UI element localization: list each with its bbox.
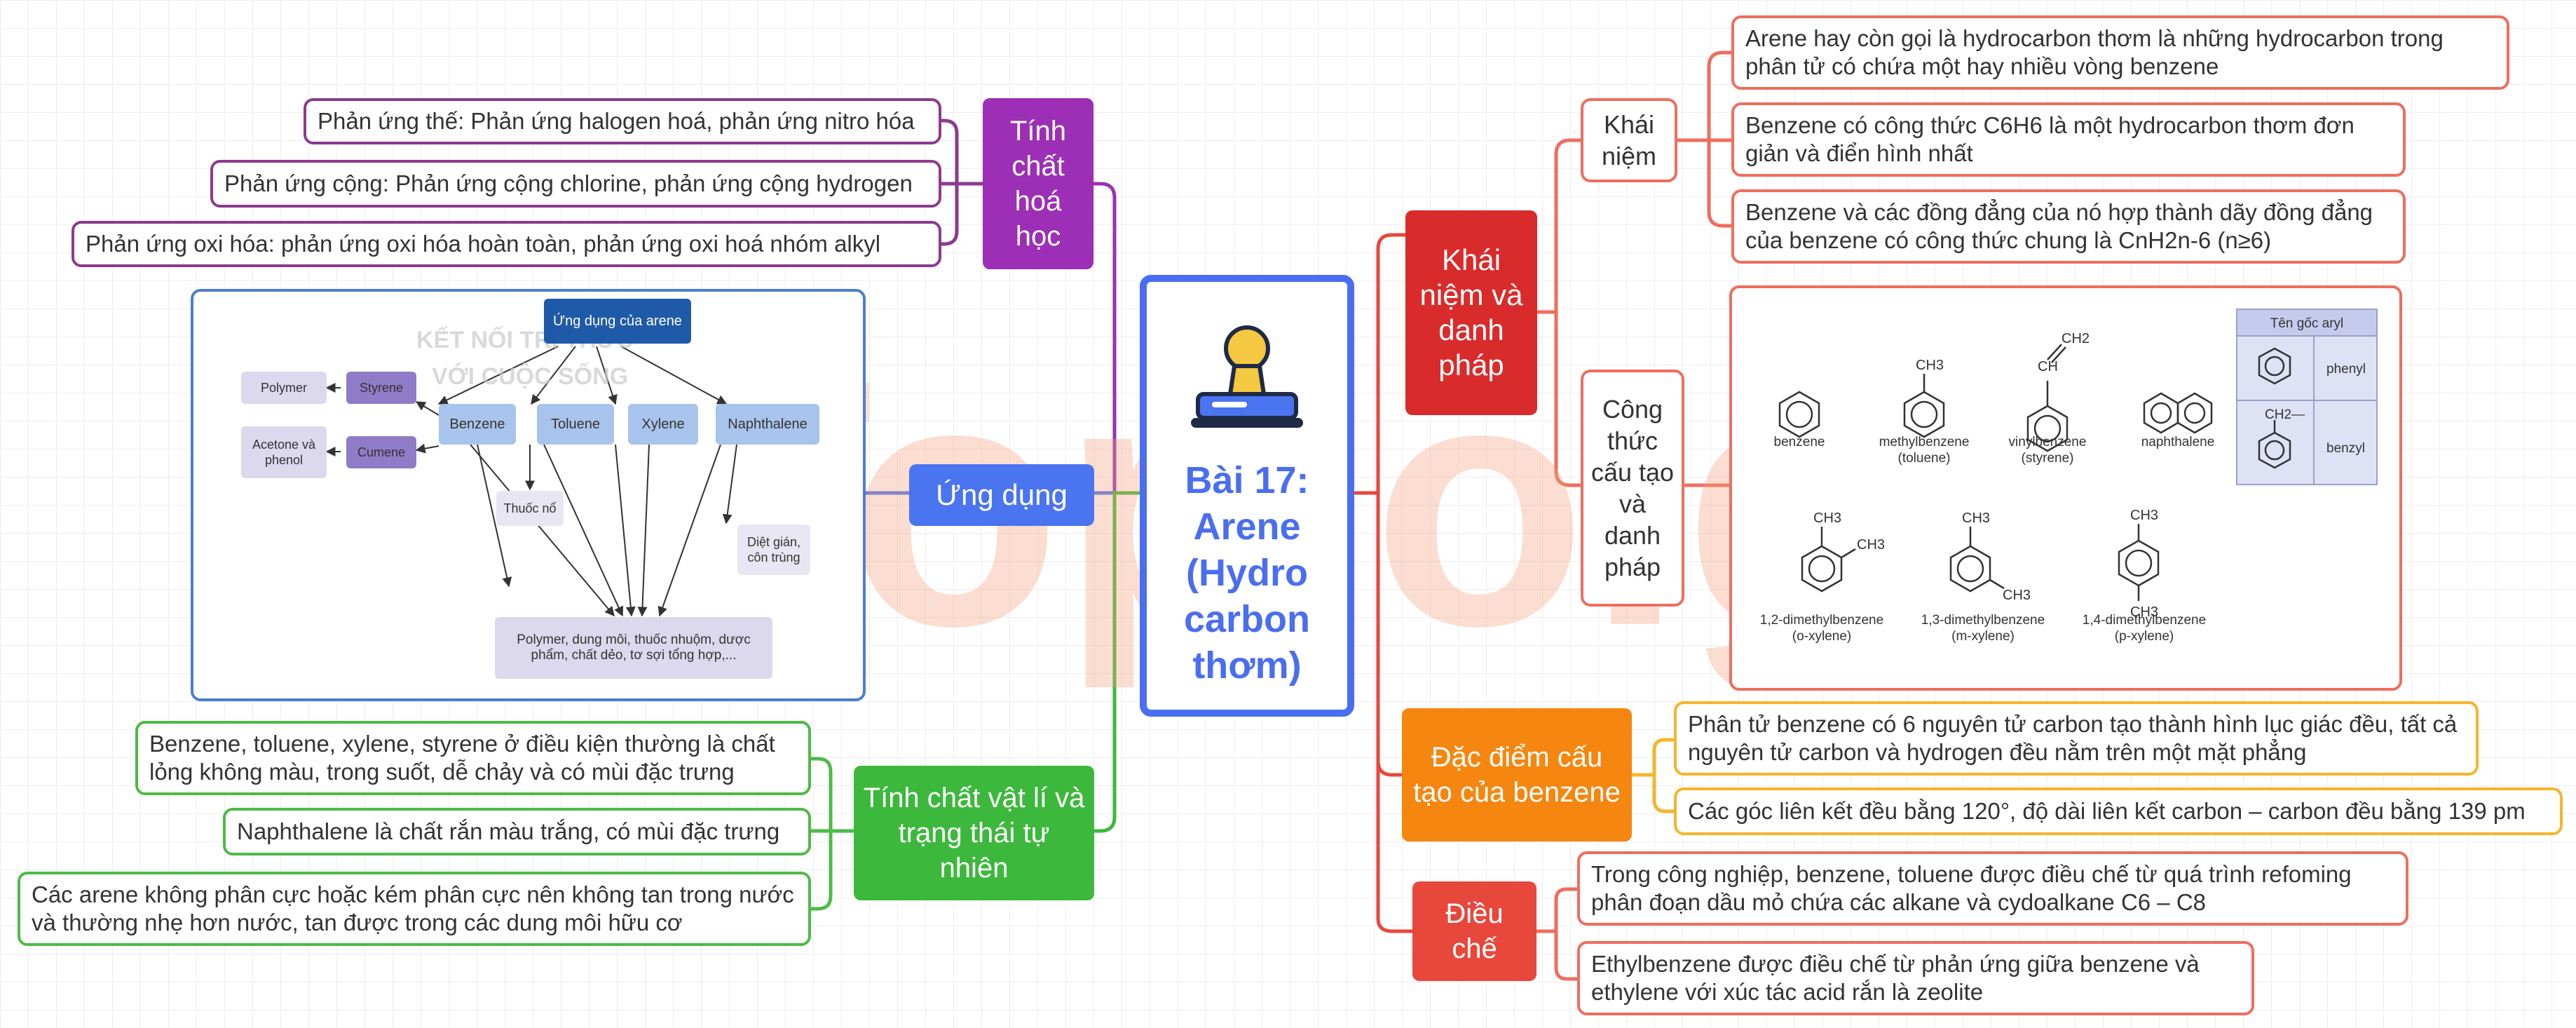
mol-p-xylene: 1,4-dimethylbenzene(p-xylene) (2082, 613, 2207, 644)
styrene-ch: CH (2038, 359, 2058, 374)
center-title: Bài 17: Arene (Hydro carbon thơm) (1183, 459, 1311, 687)
aryl-row-benzyl: benzyl (2326, 441, 2365, 456)
branch-tinh-chat-hoa-hoc[interactable]: Tính chất hoá học (983, 98, 1093, 269)
mol-o-xylene: 1,2-dimethylbenzene(o-xylene) (1759, 613, 1884, 644)
branch-tinh-chat-vat-li[interactable]: Tính chất vật lí và trạng thái tự nhiên (854, 766, 1094, 900)
ud-benzene: Benzene (439, 404, 516, 445)
pxylene-ch3-b: CH3 (2130, 604, 2158, 620)
sub-cong-thuc[interactable]: Công thức cấu tạo và danh pháp (1581, 370, 1684, 607)
leaf-dieu-che-1: Trong công nghiệp, benzene, toluene được… (1577, 851, 2408, 926)
leaf-dieu-che-2: Ethylbenzene được điều chế từ phản ứng g… (1577, 941, 2254, 1015)
ud-root: Ứng dụng của arene (544, 299, 691, 344)
ud-toluene: Toluene (537, 404, 614, 445)
aryl-table (2236, 309, 2378, 485)
branch-dac-diem[interactable]: Đặc điểm cấu tạo của benzene (1402, 708, 1632, 841)
mol-naphthalene: naphthalene (2141, 435, 2215, 449)
toluene-ch3: CH3 (1916, 358, 1944, 373)
oxylene-ch3-b: CH3 (1857, 537, 1885, 553)
mol-styrene: vinylbenzene(styrene) (2008, 435, 2087, 466)
branch-khai-niem[interactable]: Khái niệm và danh pháp (1405, 210, 1537, 415)
branch-ung-dung[interactable]: Ứng dụng (909, 464, 1094, 526)
leaf-vat-li-2: Naphthalene là chất rắn màu trắng, có mù… (223, 808, 811, 855)
pxylene-ch3-a: CH3 (2130, 508, 2158, 523)
branch-dieu-che[interactable]: Điều chế (1412, 881, 1536, 981)
ud-diet-gian: Diệt gián, côn trùng (737, 525, 810, 575)
mxylene-ch3-a: CH3 (1962, 510, 1990, 526)
aryl-table-header: Tên gốc aryl (2270, 316, 2344, 331)
stamp-icon (1191, 325, 1303, 428)
ung-dung-diagram: KẾT NỐI TRI THỨC VỚI CUỘC SỐNG Ứng dụng … (191, 289, 866, 701)
leaf-vat-li-1: Benzene, toluene, xylene, styrene ở điều… (135, 721, 811, 795)
aryl-benzyl-group: CH2— (2265, 407, 2305, 422)
structures-panel: CH3 CH2 CH CH3 CH3 CH3 CH3 CH3 CH3 Tên g… (1729, 285, 2402, 691)
leaf-hoa-hoc-2: Phản ứng cộng: Phản ứng cộng chlorine, p… (210, 160, 941, 208)
mxylene-ch3-b: CH3 (2003, 588, 2031, 603)
ud-acetone: Acetone và phenol (241, 426, 327, 478)
leaf-vat-li-3: Các arene không phân cực hoặc kém phân c… (18, 872, 811, 946)
ud-xylene: Xylene (628, 404, 698, 445)
ud-thuoc-no: Thuốc nổ (496, 491, 564, 526)
leaf-khai-niem-2: Benzene có công thức C6H6 là một hydroca… (1731, 102, 2406, 177)
leaf-khai-niem-3: Benzene và các đồng đẳng của nó hợp thàn… (1731, 189, 2406, 264)
mol-benzene: benzene (1773, 435, 1825, 449)
ud-styrene: Styrene (346, 372, 416, 404)
sub-khai-niem[interactable]: Khái niệm (1581, 98, 1677, 182)
oxylene-ch3-a: CH3 (1813, 510, 1841, 526)
center-topic[interactable]: Bài 17: Arene (Hydro carbon thơm) (1140, 275, 1354, 717)
ud-cumene: Cumene (346, 436, 416, 468)
leaf-hoa-hoc-1: Phản ứng thế: Phản ứng halogen hoá, phản… (304, 98, 941, 144)
ung-dung-watermark-2: VỚI CUỘC SỐNG (432, 363, 628, 390)
mol-toluene: methylbenzene(toluene) (1879, 435, 1970, 466)
leaf-khai-niem-1: Arene hay còn gọi là hydrocarbon thơm là… (1731, 15, 2509, 90)
styrene-ch2: CH2 (2062, 331, 2090, 346)
structures-svg: CH3 CH2 CH CH3 CH3 CH3 CH3 CH3 CH3 Tên g… (1778, 309, 2378, 620)
ud-bottom: Polymer, dung môi, thuốc nhuộm, dược phẩ… (495, 617, 772, 679)
leaf-dac-diem-1: Phân tử benzene có 6 nguyên tử carbon tạ… (1674, 701, 2479, 776)
leaf-hoa-hoc-3: Phản ứng oxi hóa: phản ứng oxi hóa hoàn … (71, 221, 941, 267)
mol-m-xylene: 1,3-dimethylbenzene(m-xylene) (1921, 613, 2045, 644)
ud-naphthalene: Naphthalene (716, 404, 819, 445)
ud-polymer: Polymer (241, 372, 327, 404)
leaf-dac-diem-2: Các góc liên kết đều bằng 120°, độ dài l… (1674, 787, 2563, 835)
aryl-row-phenyl: phenyl (2326, 362, 2366, 377)
benzene-ring (1778, 391, 1820, 438)
